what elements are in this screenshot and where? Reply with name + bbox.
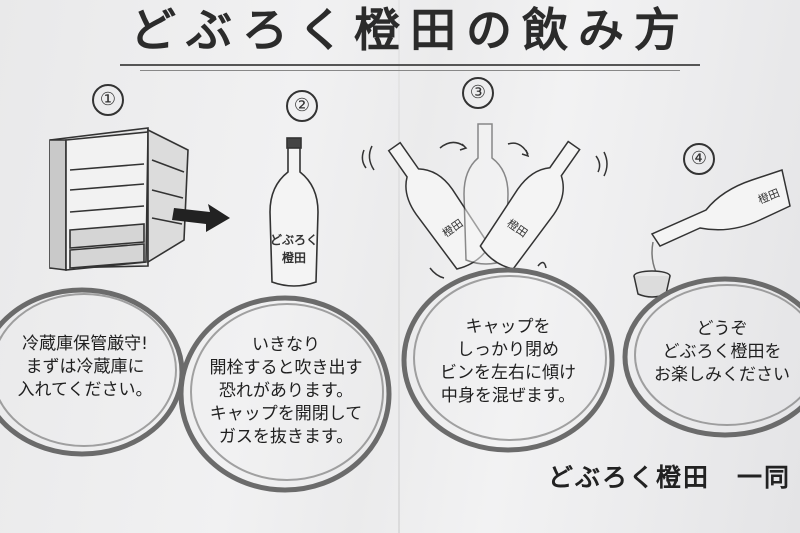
step-2-line-4: キャップを開閉して <box>209 404 363 424</box>
step-4-number: ④ <box>683 143 715 175</box>
step-2-number: ② <box>286 90 318 122</box>
arrow-right-icon <box>172 204 230 232</box>
step-3-number: ③ <box>462 77 494 109</box>
svg-text:橙田: 橙田 <box>282 250 306 265</box>
step-2-line-1: いきなり <box>252 335 320 355</box>
refrigerator-illustration <box>49 127 189 271</box>
brush-ring-step-4 <box>622 276 800 438</box>
step-1-note: 冷蔵庫保管厳守! まずは冷蔵庫に 入れてください。 <box>0 333 170 402</box>
step-2-line-5: ガスを抜きます。 <box>218 427 354 447</box>
step-2-line-2: 開栓すると吹き出す <box>209 358 363 378</box>
page-title: どぶろく橙田の飲み方 <box>130 3 690 57</box>
step-4-line-2: どぶろく橙田を <box>662 342 782 362</box>
step-3-line-4: 中身を混ぜます。 <box>440 386 576 406</box>
brush-ring-step-2 <box>178 295 392 493</box>
signature: どぶろく橙田 一同 <box>548 463 792 492</box>
pouring-bottle-illustration: 橙田 <box>650 169 791 273</box>
svg-text:どぶろく: どぶろく <box>270 233 318 247</box>
step-4-line-1: どうぞ <box>696 319 748 339</box>
step-3-line-3: ビンを左右に傾け <box>440 363 576 383</box>
step-4-line-3: お楽しみください <box>654 365 790 385</box>
step-1-line-2: まずは冷蔵庫に <box>25 357 145 377</box>
step-2-line-3: 恐れがあります。 <box>218 381 354 401</box>
step-3-note: キャップを しっかり閉め ビンを左右に傾け 中身を混ぜます。 <box>420 316 596 408</box>
title-underline-thin <box>140 70 680 71</box>
title-underline <box>120 64 700 66</box>
step-1-line-3: 入れてください。 <box>17 380 153 400</box>
step-3-line-2: しっかり閉め <box>457 340 559 360</box>
step-2-note: いきなり 開栓すると吹き出す 恐れがあります。 キャップを開閉して ガスを抜きま… <box>196 334 376 449</box>
step-1-line-1: 冷蔵庫保管厳守! <box>22 334 148 354</box>
step-4-note: どうぞ どぶろく橙田を お楽しみください <box>644 318 800 387</box>
brush-ring-step-3 <box>401 267 615 453</box>
step-1-number: ① <box>92 84 124 116</box>
bottle-illustration: どぶろく 橙田 <box>269 137 319 287</box>
step-3-line-1: キャップを <box>465 317 551 337</box>
tilting-bottles-illustration: 橙田 橙田 <box>361 123 608 279</box>
paper-fold <box>398 0 400 533</box>
